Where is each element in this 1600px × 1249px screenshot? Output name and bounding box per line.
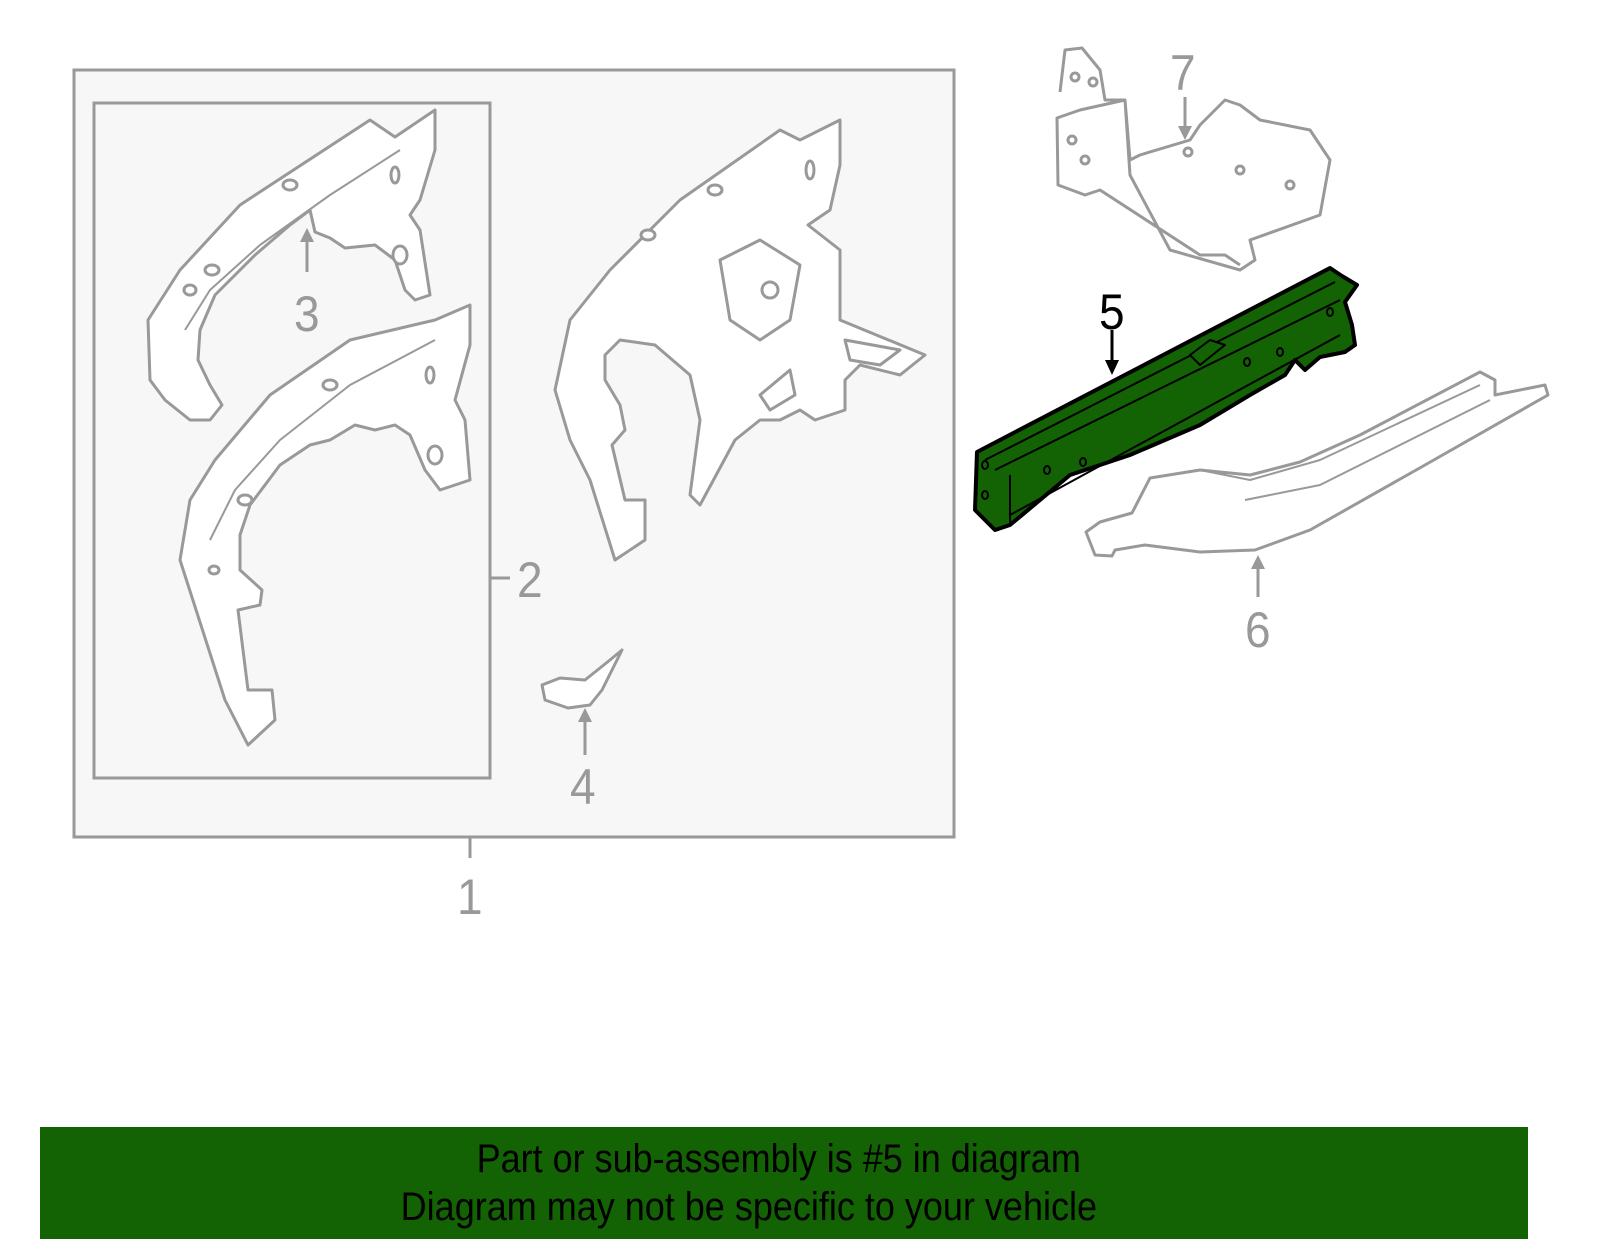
banner-disclaimer: Diagram may not be specific to your vehi… — [400, 1185, 1098, 1229]
diagram-drawing — [72, 46, 1550, 858]
callout-2: 2 — [517, 552, 543, 608]
callout-7: 7 — [1170, 45, 1196, 101]
part-7-arrowhead — [1178, 126, 1192, 140]
banner-part-notice: Part or sub-assembly is #5 in diagram — [476, 1137, 1082, 1181]
part-7-drawing — [1055, 46, 1332, 272]
part-3-arrowhead — [300, 228, 314, 242]
part-5-arrowhead — [1105, 360, 1119, 375]
part-4-arrowhead — [578, 708, 592, 722]
part-1-drawing — [553, 118, 927, 562]
part-4-drawing — [540, 648, 624, 710]
part-3-drawing — [146, 108, 437, 422]
callout-5: 5 — [1099, 284, 1125, 340]
part-2-drawing — [178, 303, 472, 747]
callout-4: 4 — [570, 759, 596, 815]
part-6-drawing — [1084, 370, 1550, 558]
info-banner: Part or sub-assembly is #5 in diagram Di… — [40, 1127, 1528, 1239]
callout-6: 6 — [1245, 602, 1271, 658]
parts-diagram: 1 2 3 4 5 6 7 — [72, 45, 1550, 925]
callout-1: 1 — [457, 869, 483, 925]
callout-3: 3 — [294, 286, 320, 342]
part-5-drawing — [973, 266, 1359, 532]
part-6-arrowhead — [1251, 555, 1265, 569]
